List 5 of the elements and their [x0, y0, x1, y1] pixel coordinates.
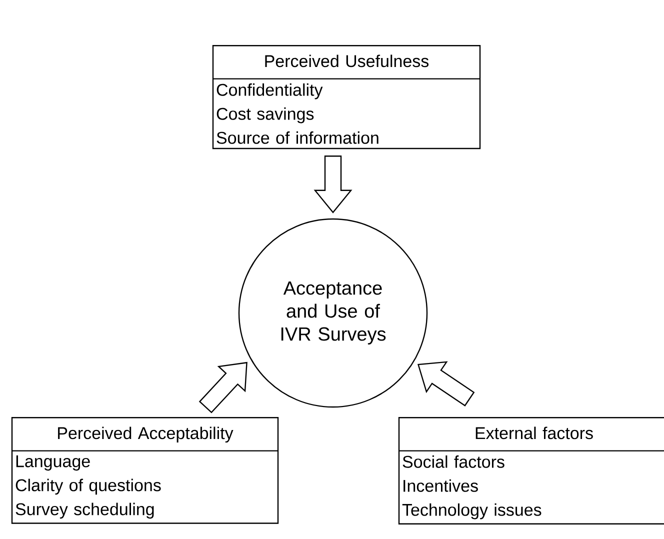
titled-box: Perceived Usefulness Confidentiality Cost savings Source of information [212, 45, 481, 150]
circle-node: Acceptance and Use of IVR Surveys [238, 218, 428, 408]
block-arrow [314, 156, 352, 214]
titled-box: Perceived Acceptability Language Clarity of questions Survey scheduling [11, 417, 279, 524]
titled-box: External factors Social factors Incentives Technology issues [398, 417, 664, 524]
